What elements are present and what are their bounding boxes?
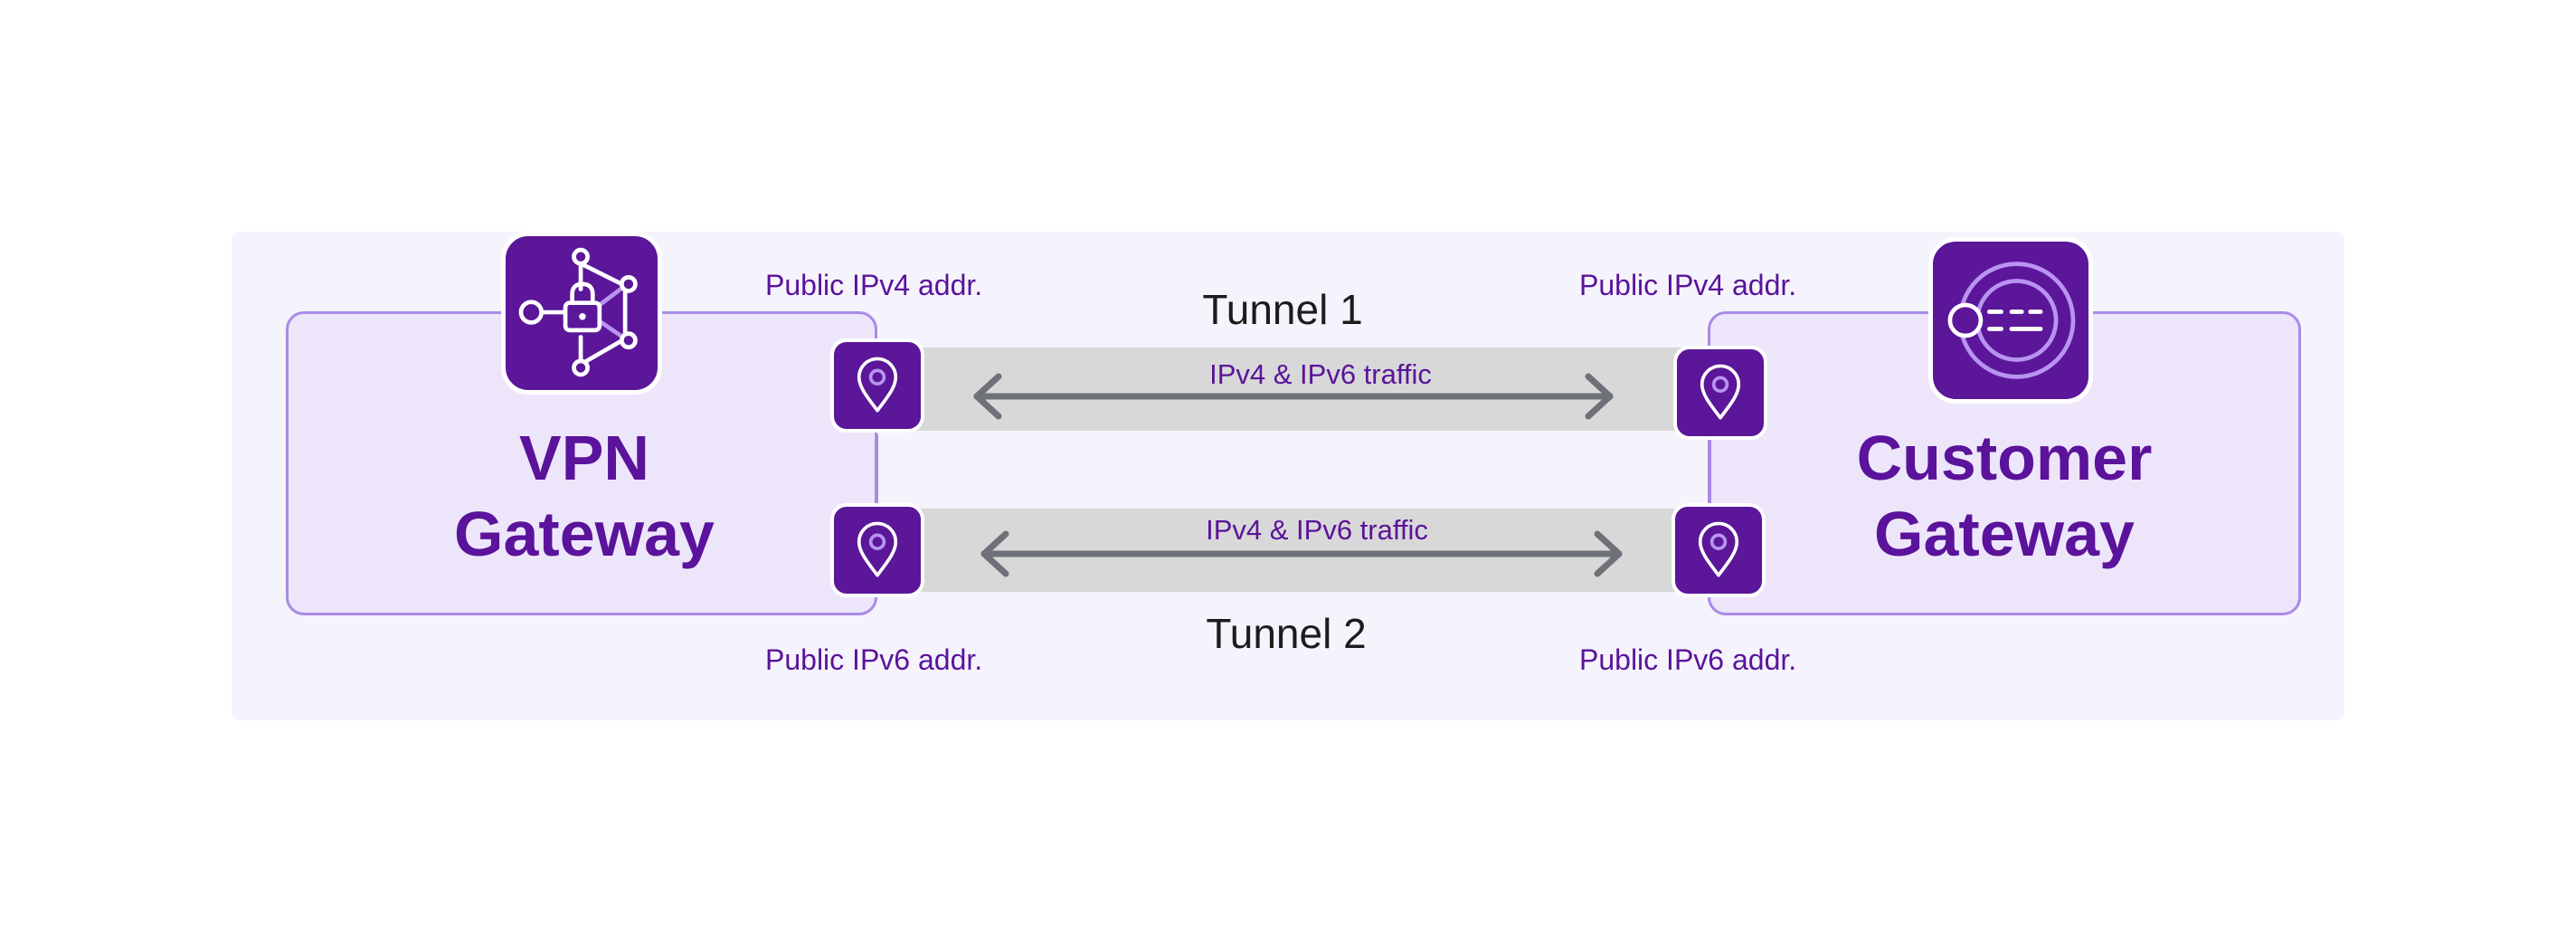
location-pin-icon — [830, 338, 924, 433]
vpn-gateway-title: VPN Gateway — [412, 420, 756, 572]
tunnel-1-traffic-label: IPv4 & IPv6 traffic — [1209, 358, 1432, 390]
vpn-gateway-title-line1: VPN — [519, 423, 649, 493]
tunnel-2-band — [914, 509, 1691, 592]
tunnel-1-label: Tunnel 1 — [1202, 286, 1363, 333]
customer-gateway-title-line1: Customer — [1856, 423, 2153, 493]
location-pin-icon — [1672, 503, 1766, 597]
tunnel-2-label: Tunnel 2 — [1206, 610, 1367, 657]
right-pin-connector — [1709, 434, 1711, 507]
customer-gateway-title-line2: Gateway — [1874, 499, 2135, 569]
vpn-lock-network-icon — [501, 232, 662, 395]
customer-gateway-icon — [1928, 237, 2093, 404]
location-pin-icon — [1673, 346, 1767, 440]
tunnel-2-arrow-icon — [980, 530, 1623, 577]
right-ipv4-address-label: Public IPv4 addr. — [1579, 269, 1797, 301]
location-pin-icon — [830, 503, 924, 597]
customer-gateway-title: Customer Gateway — [1787, 420, 2221, 572]
tunnel-2-traffic-label: IPv4 & IPv6 traffic — [1206, 514, 1428, 546]
left-pin-connector — [876, 434, 878, 507]
vpn-gateway-title-line2: Gateway — [454, 499, 715, 569]
right-ipv6-address-label: Public IPv6 addr. — [1579, 643, 1797, 676]
tunnel-1-band — [914, 347, 1691, 431]
tunnel-1-arrow-icon — [973, 373, 1614, 420]
left-ipv4-address-label: Public IPv4 addr. — [765, 269, 983, 301]
left-ipv6-address-label: Public IPv6 addr. — [765, 643, 983, 676]
